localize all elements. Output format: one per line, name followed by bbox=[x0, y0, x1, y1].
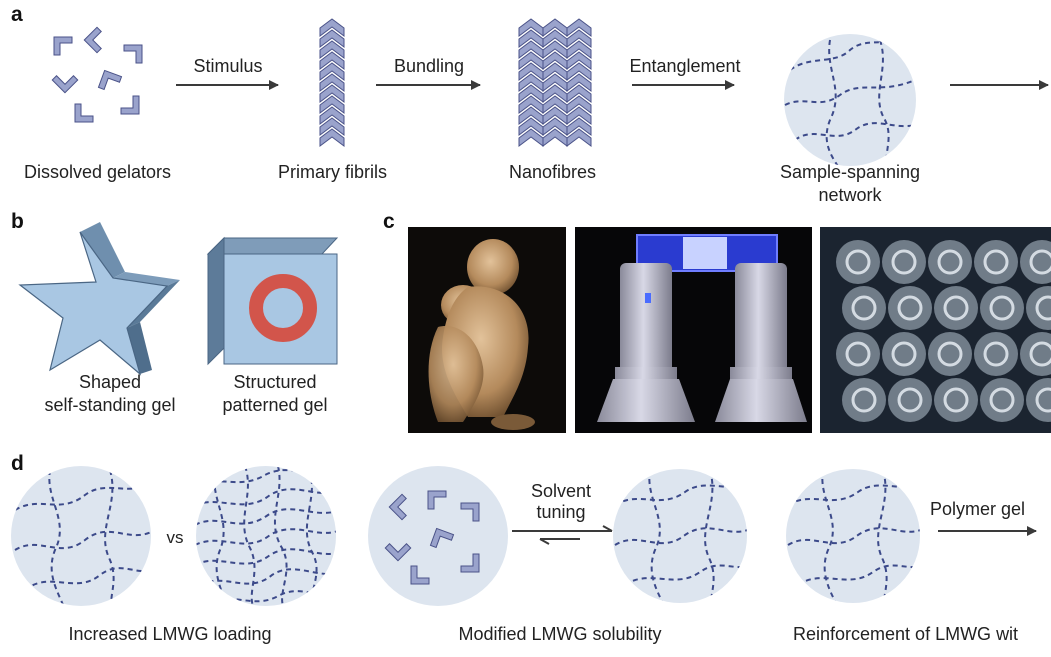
caption-modified-solubility: Modified LMWG solubility bbox=[458, 624, 662, 644]
gel-dot-ring bbox=[937, 249, 963, 275]
step-label-network: Sample-spanning network bbox=[779, 162, 921, 205]
dissolved-gelators-circle-icon bbox=[368, 466, 508, 606]
panel-letter-b: b bbox=[11, 210, 24, 233]
arrow-label-stimulus: Stimulus bbox=[193, 56, 263, 76]
gel-dot-ring bbox=[845, 249, 871, 275]
step-label-primary-fibrils: Primary fibrils bbox=[277, 162, 387, 182]
gel-dot-ring bbox=[937, 341, 963, 367]
gel-dot bbox=[980, 378, 1024, 422]
caption-increased-loading: Increased LMWG loading bbox=[68, 624, 272, 644]
cube-gel-icon bbox=[206, 236, 339, 366]
label-structured-gel: Structured patterned gel bbox=[222, 372, 328, 415]
primary-fibril-icon bbox=[319, 18, 345, 147]
gel-dot bbox=[928, 240, 972, 284]
gel-dot bbox=[928, 332, 972, 376]
gel-dot-ring bbox=[1035, 295, 1051, 321]
step-label-dissolved-gelators: Dissolved gelators bbox=[23, 162, 172, 182]
gel-dot-ring bbox=[989, 387, 1015, 413]
gel-dot bbox=[934, 378, 978, 422]
panel-letter-a: a bbox=[11, 3, 23, 26]
arrow-label-entanglement: Entanglement bbox=[629, 56, 741, 76]
gel-dot bbox=[842, 286, 886, 330]
network-high-loading-icon bbox=[196, 466, 336, 606]
arrow-label-polymer-gel: Polymer gel bbox=[930, 499, 1026, 519]
gel-dot bbox=[934, 286, 978, 330]
gel-dot-ring bbox=[897, 295, 923, 321]
gel-dot bbox=[882, 240, 926, 284]
network-reinforced-icon bbox=[786, 469, 920, 603]
gel-dot-ring bbox=[851, 387, 877, 413]
gel-dot bbox=[974, 240, 1018, 284]
gel-dot bbox=[882, 332, 926, 376]
gel-dot bbox=[842, 378, 886, 422]
gel-dot bbox=[836, 332, 880, 376]
gel-dot bbox=[1020, 240, 1051, 284]
photo-patterned-gel bbox=[820, 227, 1051, 433]
gel-dot-ring bbox=[983, 249, 1009, 275]
photo-gel-bridge bbox=[575, 227, 812, 433]
photo-sculpture bbox=[408, 227, 566, 433]
label-shaped-gel: Shaped self-standing gel bbox=[44, 372, 176, 415]
gel-dot bbox=[888, 286, 932, 330]
gel-dot-ring bbox=[891, 249, 917, 275]
arrow-label-bundling: Bundling bbox=[393, 56, 465, 76]
network-low-loading-icon bbox=[11, 466, 151, 606]
gel-dot-ring bbox=[1035, 387, 1051, 413]
arrow-label-solvent-tuning: Solvent tuning bbox=[530, 481, 592, 522]
sample-spanning-network-icon bbox=[784, 34, 916, 166]
dissolved-gelators-icon bbox=[51, 26, 143, 123]
gel-dot-ring bbox=[851, 295, 877, 321]
step-label-nanofibres: Nanofibres bbox=[508, 162, 597, 182]
caption-reinforcement: Reinforcement of LMWG wit bbox=[793, 624, 1019, 644]
gel-dot-ring bbox=[989, 295, 1015, 321]
gel-dot-ring bbox=[943, 295, 969, 321]
nanofibres-icon bbox=[518, 18, 592, 147]
gel-dot bbox=[1020, 332, 1051, 376]
gel-dot-ring bbox=[943, 387, 969, 413]
panel-letter-d: d bbox=[11, 452, 24, 475]
network-modified-icon bbox=[613, 469, 747, 603]
gel-dot bbox=[836, 240, 880, 284]
gel-dot-ring bbox=[845, 341, 871, 367]
panel-letter-c: c bbox=[383, 210, 395, 233]
solvent-equilibrium-arrows bbox=[512, 525, 613, 545]
vs-label: vs bbox=[167, 528, 184, 547]
gel-dot-ring bbox=[983, 341, 1009, 367]
gel-dot-ring bbox=[1029, 341, 1051, 367]
gel-dot bbox=[974, 332, 1018, 376]
gel-dot bbox=[980, 286, 1024, 330]
gel-dot-ring bbox=[897, 387, 923, 413]
gel-dot bbox=[888, 378, 932, 422]
gel-dot-ring bbox=[1029, 249, 1051, 275]
star-gel-icon bbox=[18, 222, 180, 376]
gel-dot-ring bbox=[891, 341, 917, 367]
